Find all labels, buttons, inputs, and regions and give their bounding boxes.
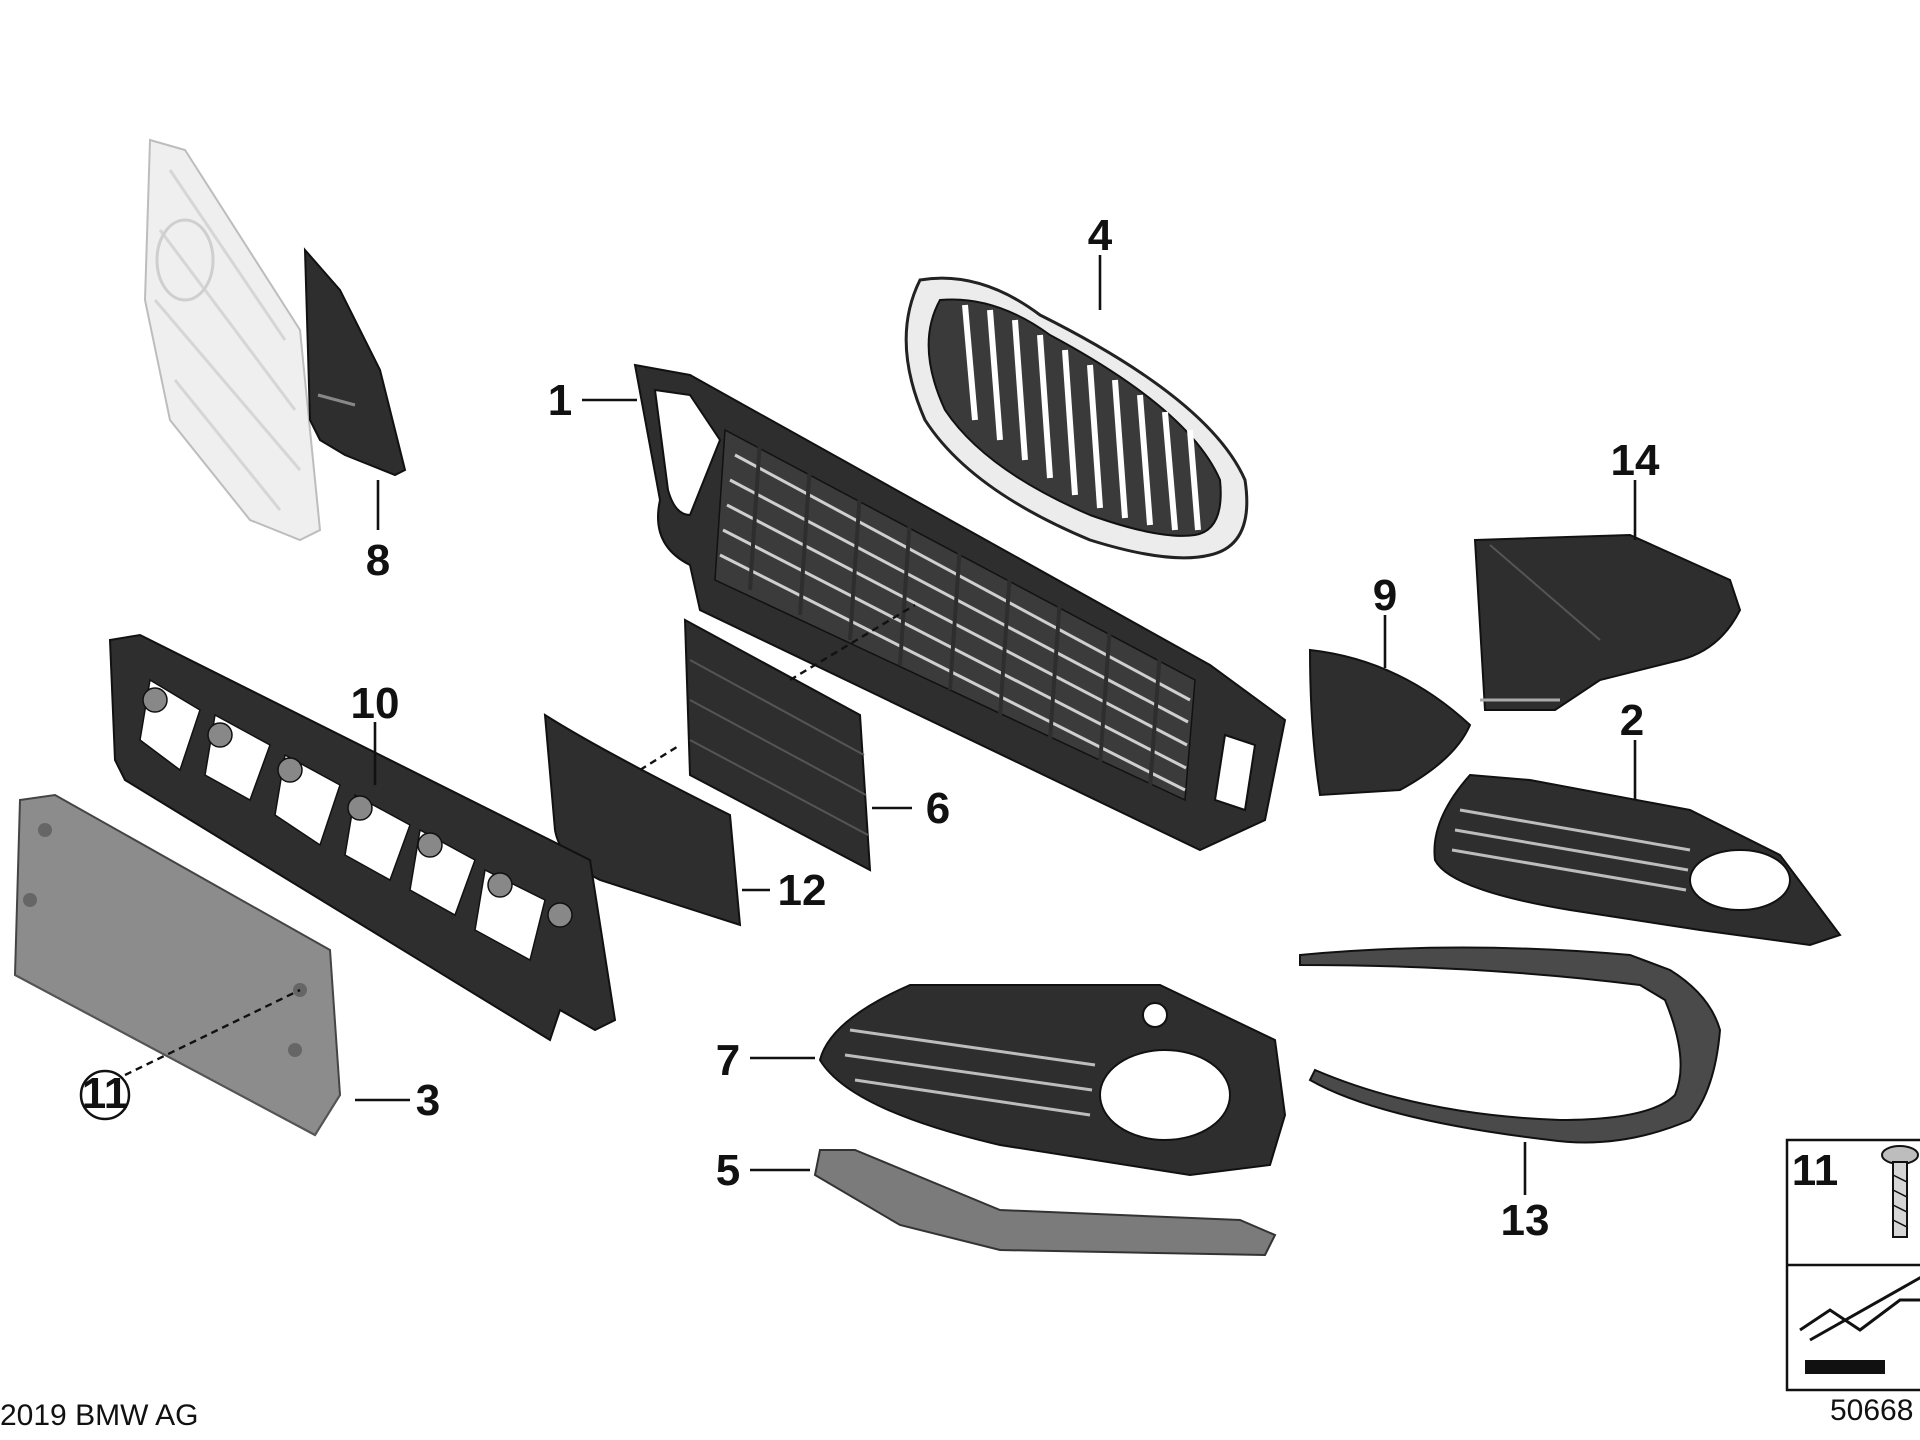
legend-label-11: 11: [1792, 1146, 1839, 1195]
part-7-side-grille[interactable]: [818, 984, 1287, 1177]
part-9-cover[interactable]: [1308, 648, 1472, 797]
label-5: 5: [716, 1146, 740, 1195]
label-12: 12: [778, 866, 827, 915]
label-10: 10: [351, 679, 400, 728]
label-2: 2: [1620, 696, 1644, 745]
part-6-cover-plate[interactable]: [683, 618, 872, 872]
part-8-cover[interactable]: [303, 247, 407, 477]
label-13: 13: [1501, 1196, 1550, 1245]
label-8: 8: [366, 536, 390, 585]
label-6: 6: [926, 784, 950, 833]
label-14: 14: [1611, 436, 1660, 485]
label-4: 4: [1088, 211, 1113, 260]
part-1-center-grille[interactable]: [633, 363, 1287, 852]
copyright-text: 2019 BMW AG: [0, 1399, 198, 1432]
part-13-trim-strip[interactable]: [1299, 946, 1722, 1144]
label-9: 9: [1373, 571, 1397, 620]
part-2-side-grille[interactable]: [1433, 773, 1842, 947]
fastener-legend-box[interactable]: 11: [1785, 1138, 1920, 1392]
label-1: 1: [548, 376, 572, 425]
mounting-symbol-icon: [1799, 1276, 1920, 1374]
part-11-circled-callout[interactable]: 11: [79, 1069, 131, 1121]
diagram-number: 50668: [1830, 1394, 1913, 1427]
part-3-license-plate-base[interactable]: [13, 793, 342, 1137]
screw-icon: [1881, 1145, 1919, 1238]
part-10-carrier-frame[interactable]: [108, 633, 617, 1042]
part-14-air-duct[interactable]: [1473, 533, 1742, 711]
label-3: 3: [416, 1076, 440, 1125]
leader-lines: [124, 255, 1637, 1195]
label-7: 7: [716, 1036, 740, 1085]
circled-label-11: 11: [82, 1069, 129, 1118]
part-4-kidney-grille[interactable]: [904, 276, 1249, 560]
part-5-lower-bracket[interactable]: [813, 1149, 1277, 1257]
ghost-grille-part: [143, 138, 322, 542]
